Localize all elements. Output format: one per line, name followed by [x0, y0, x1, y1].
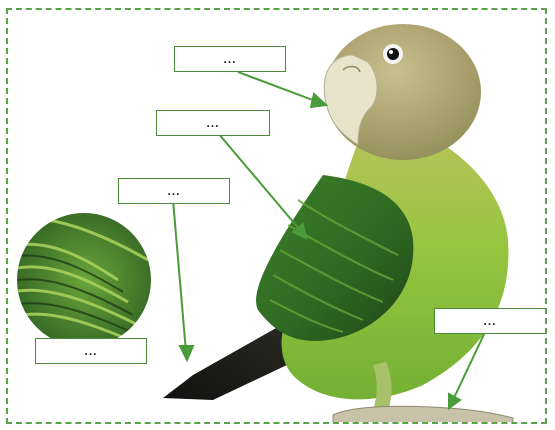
feet-label[interactable]: ...: [434, 308, 546, 334]
beak-label[interactable]: ...: [174, 46, 286, 72]
inset-label[interactable]: ...: [35, 338, 147, 364]
feathers-label[interactable]: ...: [118, 178, 230, 204]
figure-frame: ... ... ... ... ...: [6, 8, 547, 424]
wing-label[interactable]: ...: [156, 110, 270, 136]
foot: [333, 406, 513, 423]
